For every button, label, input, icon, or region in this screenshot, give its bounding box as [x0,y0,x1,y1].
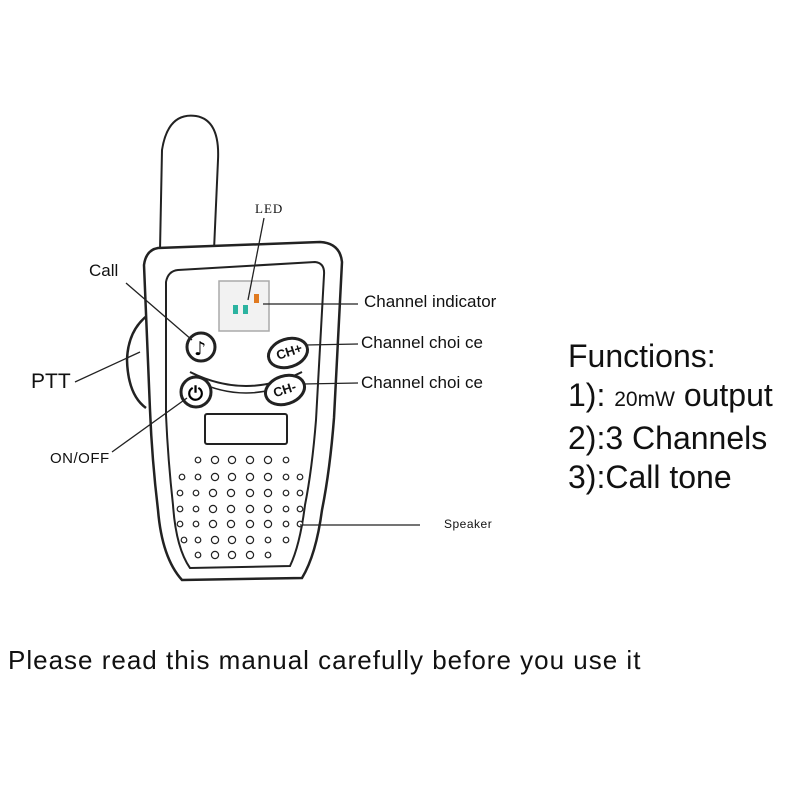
speaker-hole [296,489,304,497]
call-label: Call [89,261,119,280]
call-leader-line [125,282,193,341]
led-orange [254,294,259,303]
speaker-hole [208,519,218,529]
function-item-1-power: 20mW [614,388,675,411]
speaker-hole [296,520,304,528]
ptt-side-button [125,314,149,410]
speaker-hole [180,536,188,544]
manual-notice: Please read this manual carefully before… [8,645,642,675]
speaker-hole [176,489,184,497]
speaker-hole [192,520,200,528]
speaker-hole [208,504,218,514]
led-green-2 [243,305,248,314]
music-note-icon: ♪ [194,338,206,360]
channel-choice-down-label: Channel choi ce [361,373,483,392]
speaker-hole [245,550,255,560]
speaker-hole [210,455,220,465]
speaker-hole [282,536,290,544]
led-label: LED [255,201,284,216]
speaker-hole [245,472,255,482]
function-item-2: 2):3 Channels [568,420,768,456]
channel-choice-up-leader-line [305,343,359,346]
speaker-hole [176,505,184,513]
channel-choice-down-leader-line [302,382,359,385]
speaker-hole [263,488,273,498]
speaker-hole [296,473,304,481]
speaker-hole [194,473,202,481]
channel-indicator-label: Channel indicator [364,292,497,311]
speaker-hole [226,504,236,514]
speaker-hole [194,536,202,544]
channel-choice-up-label: Channel choi ce [361,333,483,352]
speaker-hole [227,472,237,482]
power-button [179,375,213,409]
led-green-1 [233,305,238,314]
antenna [158,114,220,251]
speaker-hole [194,456,202,464]
speaker-hole [282,473,290,481]
speaker-hole [192,489,200,497]
functions-list: Functions: 1): 20mW output 2):3 Channels… [568,337,773,497]
speaker-hole [263,504,273,514]
speaker-hole [178,473,186,481]
speaker-hole [264,551,272,559]
speaker-hole [194,551,202,559]
speaker-hole [245,488,255,498]
ptt-label: PTT [31,370,71,393]
on-off-label: ON/OFF [50,450,110,467]
ch-plus-button [266,336,310,370]
speaker-hole [226,519,236,529]
speaker-hole [282,489,290,497]
function-item-1-rest: output [674,377,773,413]
speaker-hole [245,455,255,465]
speaker-hole [282,505,290,513]
onoff-leader-line [111,397,188,453]
speaker-label: Speaker [444,517,493,531]
speaker-hole [227,455,237,465]
speaker-hole [263,519,273,529]
function-item-3: 3):Call tone [568,459,732,495]
ptt-leader-line [74,351,141,383]
speaker-hole [208,488,218,498]
speaker-hole [210,472,220,482]
power-icon: ⏻ [188,383,203,405]
speaker-hole [245,535,255,545]
speaker-hole [176,520,184,528]
speaker-hole [264,536,272,544]
speaker-hole [210,550,220,560]
speaker-hole [245,519,255,529]
speaker-hole [282,456,290,464]
speaker-grille [176,455,304,560]
speaker-hole [296,505,304,513]
functions-title: Functions: [568,338,716,374]
speaker-hole [263,455,273,465]
function-item-1: 1): 20mW output [568,376,773,419]
lower-screen [204,413,288,445]
speaker-hole [192,505,200,513]
call-button [185,331,217,363]
led-pointer-line [247,217,265,301]
speaker-hole [227,535,237,545]
speaker-hole [263,472,273,482]
speaker-hole [227,550,237,560]
speaker-hole [245,504,255,514]
speaker-hole [226,488,236,498]
speaker-hole [282,520,290,528]
function-item-1-prefix: 1): [568,377,615,413]
speaker-hole [210,535,220,545]
